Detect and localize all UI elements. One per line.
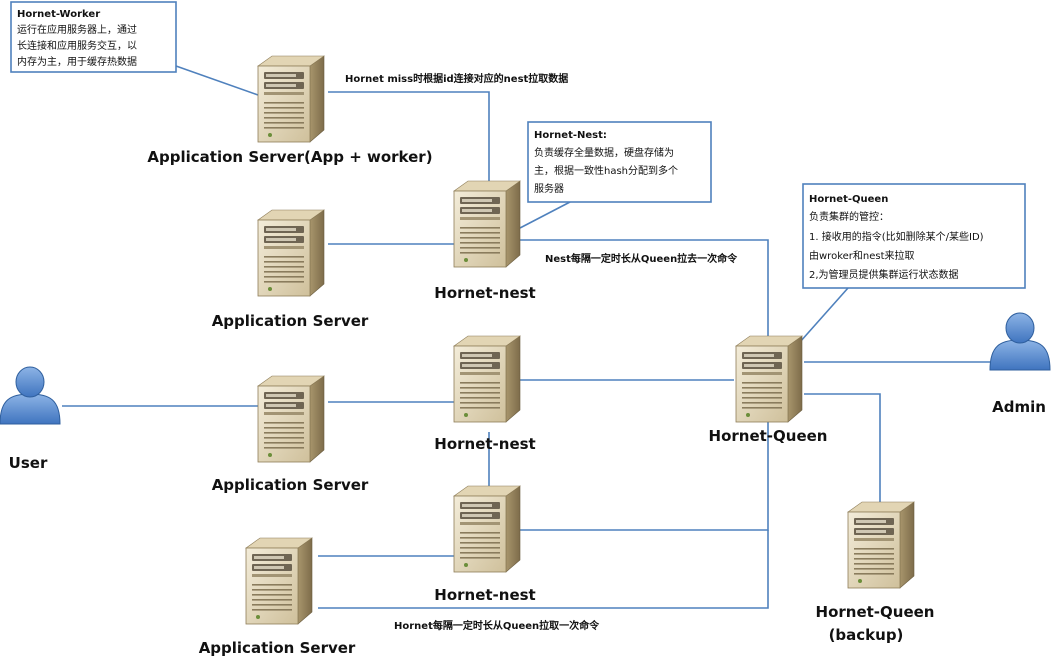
note-queen-title: Hornet-Queen [809,194,888,205]
app-server-4-label: Application Server [199,639,356,657]
note-queen-line: 1. 接收用的指令(比如删除某个/某些ID) [809,230,984,243]
note-worker: Hornet-Worker 运行在应用服务器上，通过 长连接和应用服务交互，以 … [10,1,177,73]
hornet-queen-backup-label: Hornet-Queen [816,603,935,621]
note-worker-title: Hornet-Worker [17,9,100,20]
note-nest-title: Hornet-Nest: [534,130,607,141]
user-actor[interactable]: User [0,366,61,472]
note-nest-line: 负责缓存全量数据，硬盘存储为 [534,146,674,159]
edge-label-nest-pull: Nest每隔一定时长从Queen拉去一次命令 [545,252,738,265]
note-nest-line: 主，根据一致性hash分配到多个 [534,164,678,177]
edge-label-hornet-pull: Hornet每隔一定时长从Queen拉取一次命令 [394,619,600,632]
note-queen-line: 由wroker和nest来拉取 [809,249,915,262]
admin-actor[interactable]: Admin [989,312,1051,416]
note-queen-line: 2,为管理员提供集群运行状态数据 [809,268,959,281]
hornet-queen-label: Hornet-Queen [709,427,828,445]
person-icon [989,312,1051,371]
server-icon [453,485,521,573]
note-worker-line: 长连接和应用服务交互，以 [17,39,137,52]
edge-label-miss: Hornet miss时根据id连接对应的nest拉取数据 [345,72,568,85]
server-icon [847,501,915,589]
app-server-2[interactable]: Application Server [212,209,369,330]
app-server-worker[interactable]: Application Server(App + worker) [147,55,433,166]
hornet-nest-3-label: Hornet-nest [434,586,535,604]
note-worker-line: 运行在应用服务器上，通过 [17,23,137,36]
note-worker-line: 内存为主，用于缓存热数据 [17,55,137,68]
server-icon [245,537,313,625]
server-icon [257,375,325,463]
server-icon [257,209,325,297]
server-icon [453,180,521,268]
note-queen-line: 负责集群的管控： [809,210,889,223]
note-queen: Hornet-Queen 负责集群的管控： 1. 接收用的指令(比如删除某个/某… [802,183,1026,289]
app-server-worker-label: Application Server(App + worker) [147,148,432,166]
server-icon [453,335,521,423]
person-icon [0,366,61,425]
hornet-nest-2[interactable]: Hornet-nest [434,335,536,453]
app-server-2-label: Application Server [212,312,369,330]
admin-label: Admin [992,398,1046,416]
app-server-4[interactable]: Application Server [199,537,356,657]
hornet-nest-1-label: Hornet-nest [434,284,535,302]
hornet-queen-backup-sublabel: (backup) [829,626,904,644]
server-icon [735,335,803,423]
app-server-3[interactable]: Application Server [212,375,369,494]
connections [62,65,990,609]
hornet-queen[interactable]: Hornet-Queen [709,335,828,445]
server-icon [257,55,325,143]
hornet-nest-1[interactable]: Hornet-nest [434,180,536,302]
hornet-nest-3[interactable]: Hornet-nest [434,485,536,604]
note-nest-line: 服务器 [534,182,564,195]
hornet-queen-backup[interactable]: Hornet-Queen (backup) [816,501,935,644]
hornet-nest-2-label: Hornet-nest [434,435,535,453]
note-nest: Hornet-Nest: 负责缓存全量数据，硬盘存储为 主，根据一致性hash分… [527,121,712,203]
user-label: User [9,454,48,472]
app-server-3-label: Application Server [212,476,369,494]
